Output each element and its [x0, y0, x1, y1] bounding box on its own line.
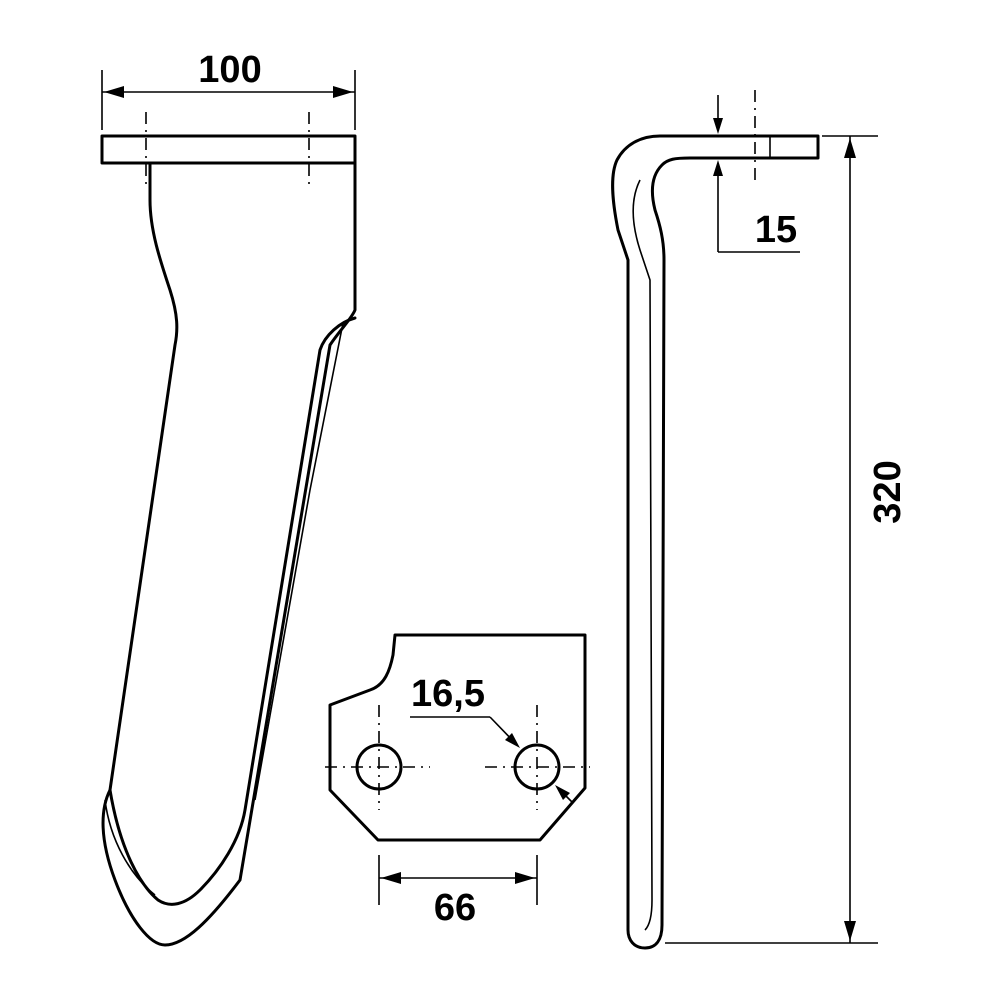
height-arrow-bottom — [844, 921, 856, 941]
tine-side-view: 15 320 — [611, 90, 909, 950]
width-arrow-right — [333, 86, 353, 98]
thickness-label: 15 — [755, 209, 797, 251]
tine-front-view: 100 — [100, 49, 357, 947]
blade-bevel-line — [254, 322, 344, 801]
thickness-arrow-top — [713, 118, 723, 134]
mounting-plate — [100, 134, 357, 165]
spacing-arrow-left — [381, 872, 401, 884]
hole-diameter-label: 16,5 — [411, 673, 485, 715]
height-dimension-label: 320 — [867, 460, 909, 523]
hole-spacing-label: 66 — [434, 887, 476, 929]
thickness-arrow-bottom — [713, 160, 723, 176]
diameter-arrow-out — [555, 785, 570, 800]
side-profile-inner — [632, 179, 653, 931]
plate-detail-view: 16,5 66 — [325, 633, 590, 929]
plate-outline — [328, 633, 587, 842]
height-arrow-top — [844, 138, 856, 158]
side-profile-outer — [611, 134, 820, 950]
width-dimension-label: 100 — [198, 49, 261, 91]
diameter-arrow-in — [505, 733, 520, 748]
blade-outline — [101, 161, 357, 947]
blade-bevel-edge — [108, 316, 357, 906]
width-arrow-left — [104, 86, 124, 98]
blade-tip-line — [104, 799, 156, 896]
spacing-arrow-right — [515, 872, 535, 884]
